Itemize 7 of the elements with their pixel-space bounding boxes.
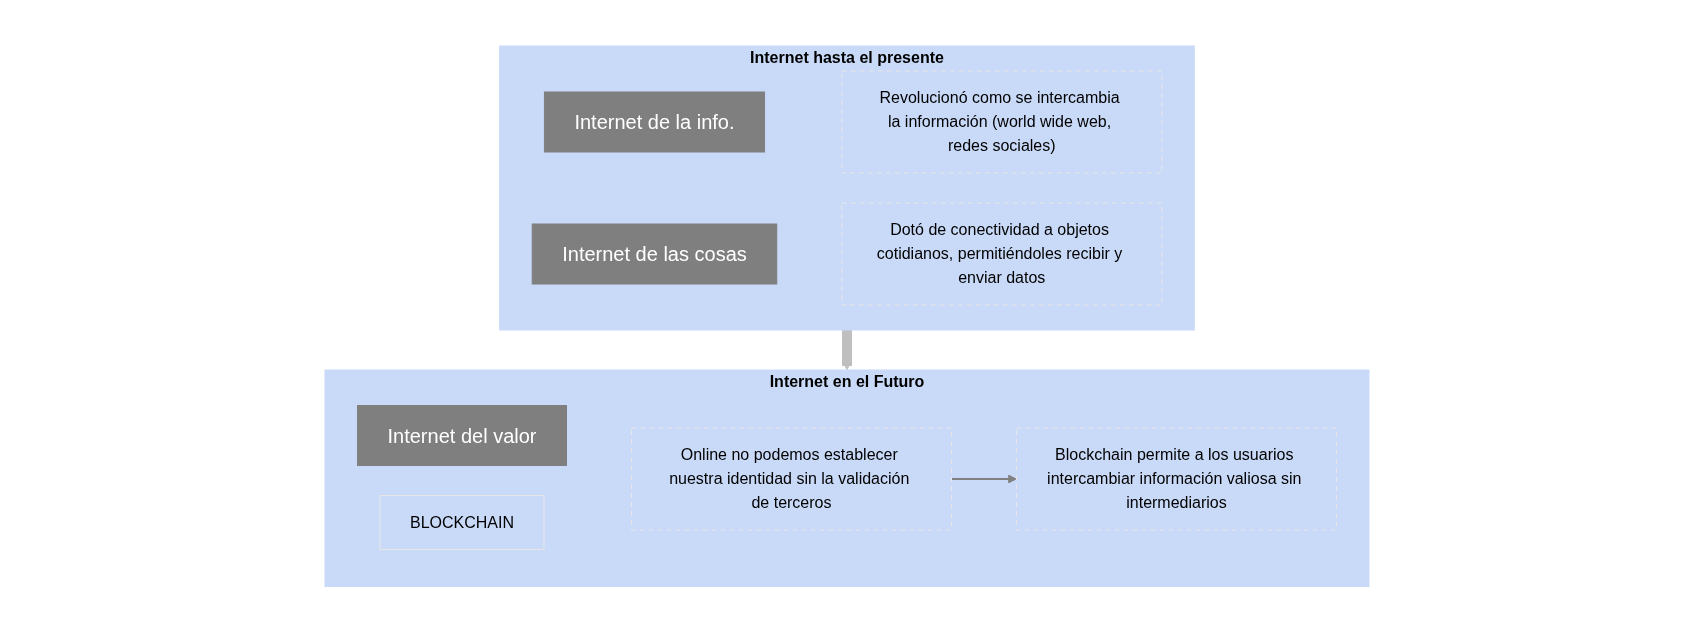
node-box: Online no podemos establecer nuestra identidad sin la validación de terceros bbox=[631, 427, 952, 531]
node-box: Internet del valor bbox=[357, 405, 567, 467]
node-box: Blockchain permite a los usuarios intercambiar información valiosa sin intermediarios bbox=[1016, 427, 1337, 531]
arrow bbox=[950, 474, 1017, 484]
node-box: Internet de la info. bbox=[543, 91, 766, 153]
node-box: BLOCKCHAIN bbox=[379, 495, 545, 551]
node-box: Internet de las cosas bbox=[531, 223, 778, 285]
